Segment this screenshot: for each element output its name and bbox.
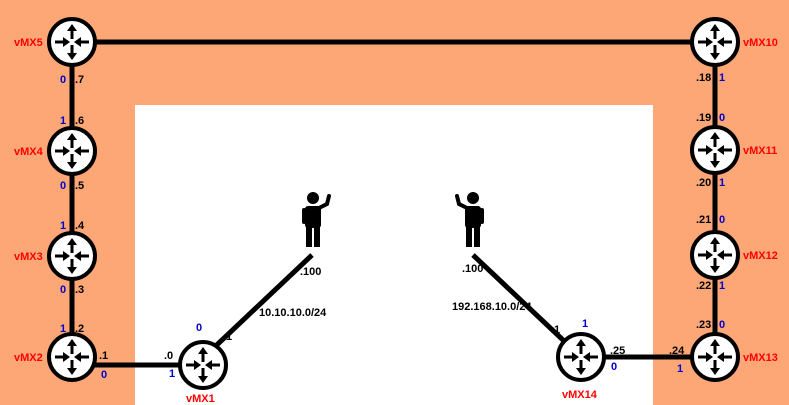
interface-address: .5 — [75, 180, 84, 192]
host-left-address: .100 — [300, 266, 321, 278]
interface-address: .20 — [696, 177, 711, 189]
port-label: 0 — [60, 74, 66, 86]
interface-address: .6 — [75, 115, 84, 127]
port-label: 0 — [719, 112, 725, 124]
router-vmx13-icon[interactable] — [690, 332, 740, 382]
interface-address: .23 — [696, 319, 711, 331]
interface-address: .25 — [610, 345, 625, 357]
port-label: 0 — [611, 361, 617, 373]
router-vmx14-icon[interactable] — [556, 332, 606, 382]
host-right-address: .100 — [462, 263, 483, 275]
interface-address: .4 — [75, 220, 85, 232]
interface-address: .0 — [164, 350, 173, 362]
port-label: 1 — [719, 177, 725, 189]
router-name-vmx3: vMX3 — [14, 251, 43, 263]
link-vmx1-host — [201, 253, 314, 360]
router-name-vmx12: vMX12 — [743, 250, 778, 262]
interface-address: .3 — [75, 284, 84, 296]
port-label: 0 — [719, 319, 725, 331]
router-vmx12-icon[interactable] — [690, 230, 740, 280]
router-name-vmx4: vMX4 — [14, 146, 44, 158]
port-label: 1 — [60, 115, 66, 127]
router-vmx11-icon[interactable] — [690, 125, 740, 175]
router-vmx10-icon[interactable] — [690, 17, 740, 67]
router-name-vmx10: vMX10 — [743, 37, 778, 49]
port-label: 1 — [169, 368, 175, 380]
interface-address: .1 — [223, 331, 232, 343]
port-label: 1 — [60, 323, 66, 335]
interface-address: .2 — [75, 323, 84, 335]
interface-address: .21 — [696, 214, 711, 226]
interface-address: .1 — [551, 324, 560, 336]
port-label: 1 — [719, 280, 725, 292]
port-label: 0 — [101, 369, 107, 381]
port-label: 0 — [60, 284, 66, 296]
router-vmx2-icon[interactable] — [47, 332, 97, 382]
interface-address: .24 — [669, 345, 685, 357]
router-name-vmx14: vMX14 — [562, 389, 598, 401]
port-label: 1 — [582, 318, 588, 330]
router-name-vmx11: vMX11 — [743, 145, 777, 157]
interface-address: .19 — [696, 112, 711, 124]
router-vmx4-icon[interactable] — [47, 126, 97, 176]
port-label: 1 — [677, 363, 683, 375]
port-label: 1 — [60, 220, 66, 232]
interface-address: .22 — [696, 280, 711, 292]
port-label: 0 — [196, 322, 202, 334]
router-name-vmx5: vMX5 — [14, 37, 43, 49]
router-vmx1-icon[interactable] — [178, 340, 228, 390]
port-label: 1 — [719, 72, 725, 84]
interface-address: .18 — [696, 72, 711, 84]
router-name-vmx2: vMX2 — [14, 352, 43, 364]
router-vmx3-icon[interactable] — [47, 231, 97, 281]
port-label: 0 — [60, 180, 66, 192]
port-label: 0 — [719, 214, 725, 226]
interface-address: .1 — [99, 350, 108, 362]
router-vmx5-icon[interactable] — [47, 17, 97, 67]
interface-address: .7 — [75, 74, 84, 86]
subnet-right-label: 192.168.10.0/24 — [452, 301, 532, 313]
router-name-vmx1: vMX1 — [186, 393, 215, 405]
router-name-vmx13: vMX13 — [743, 352, 778, 364]
subnet-left-label: 10.10.10.0/24 — [259, 307, 327, 319]
